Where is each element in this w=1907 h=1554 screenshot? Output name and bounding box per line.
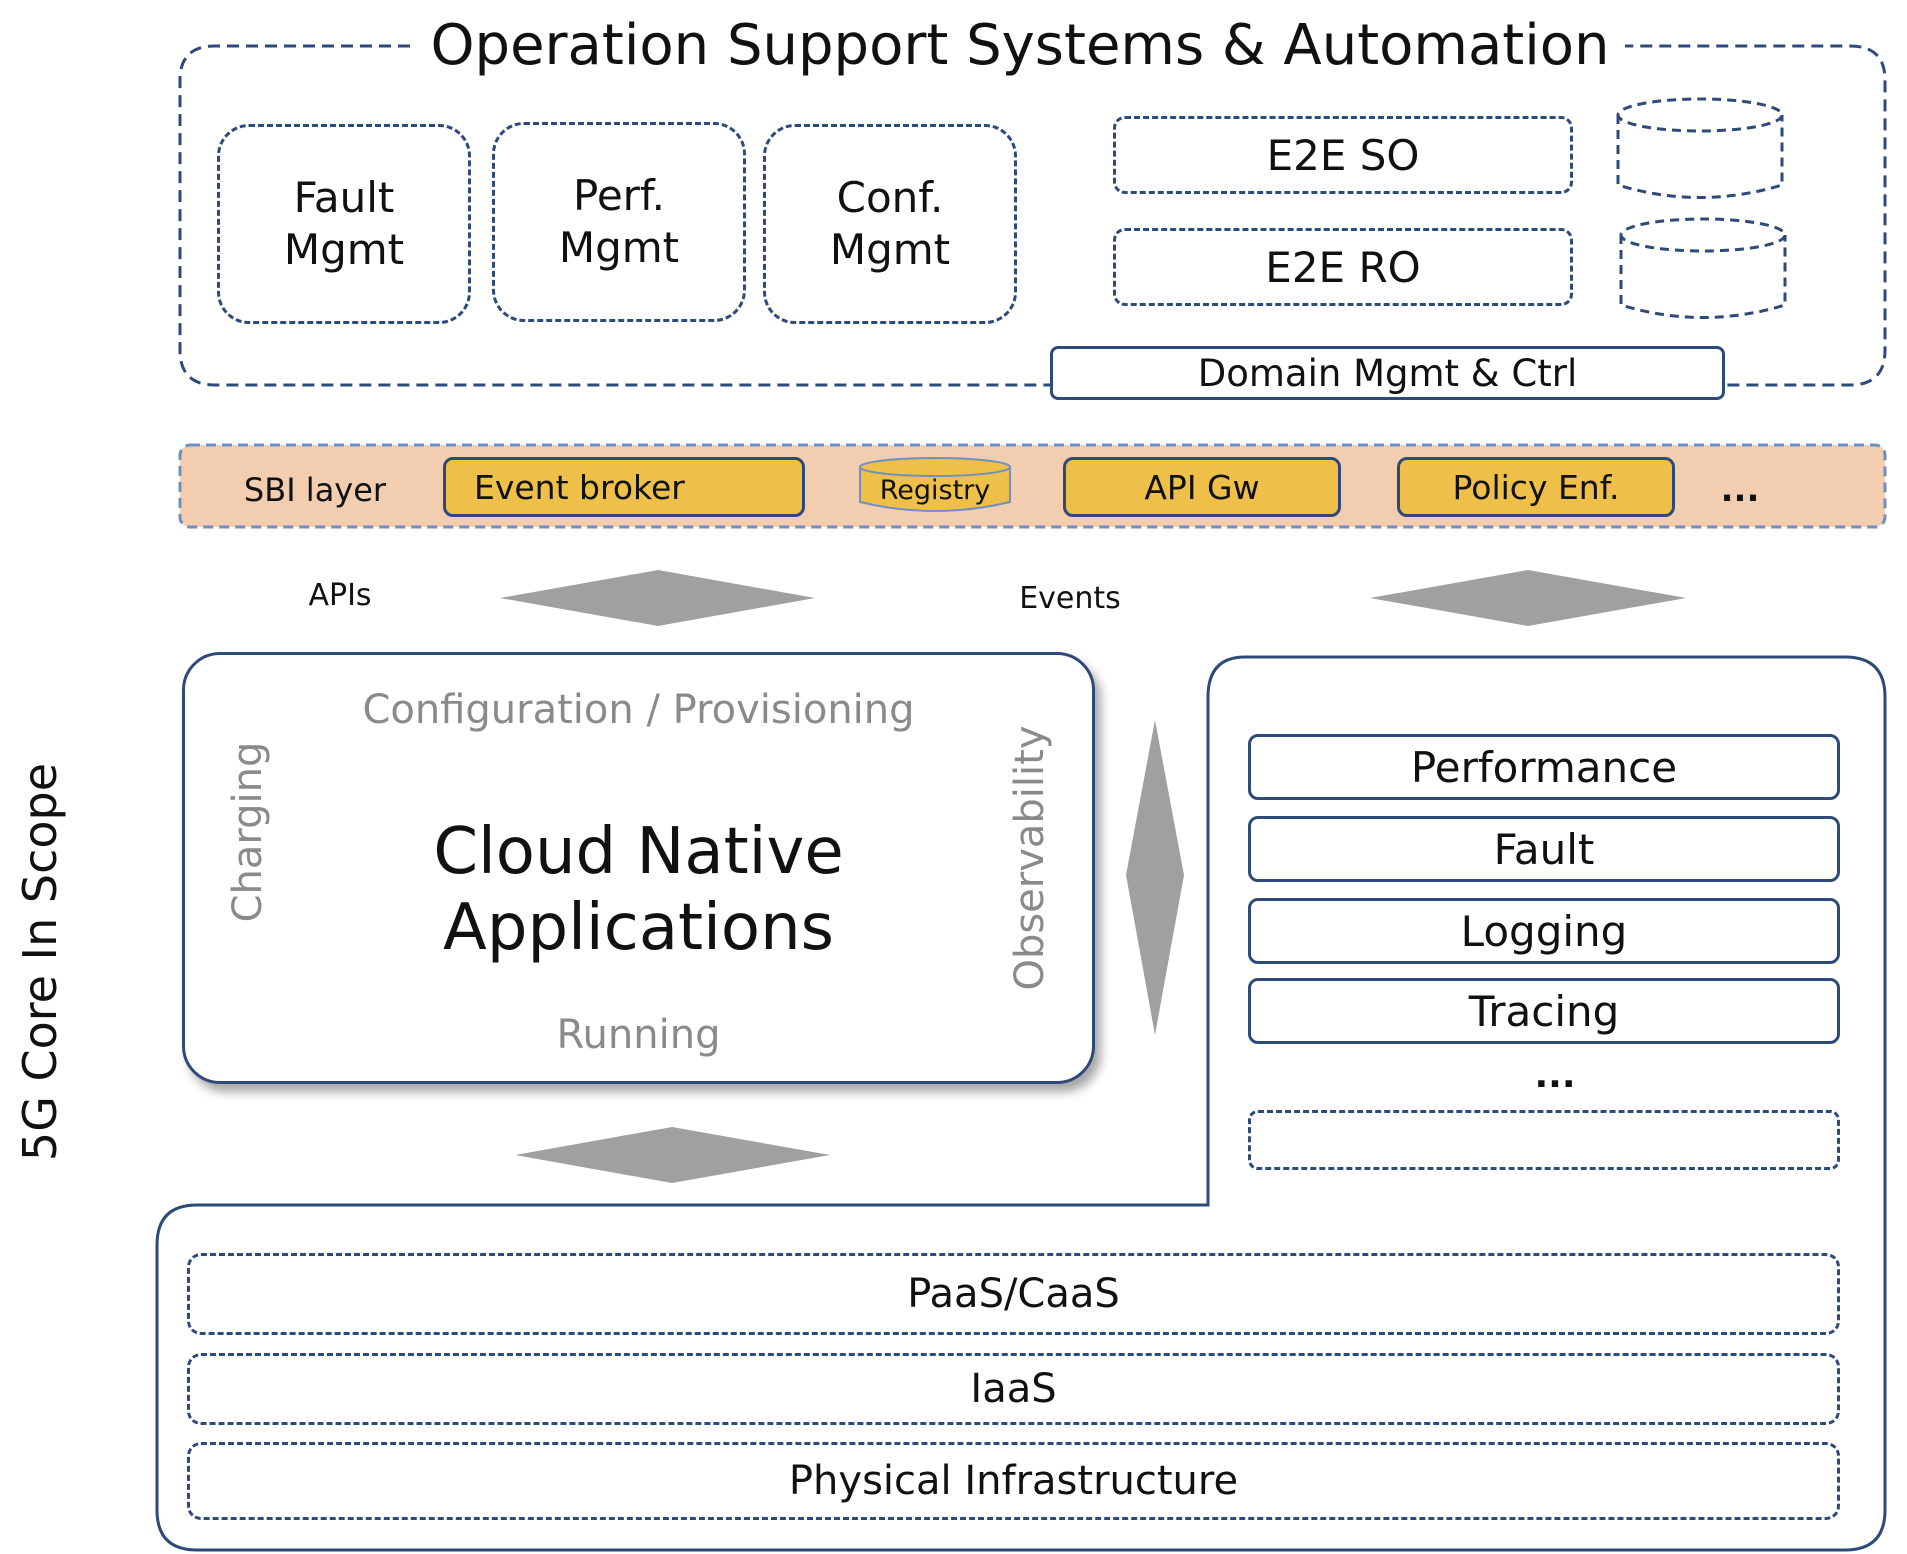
- conf-mgmt-line1: Conf.: [836, 173, 944, 222]
- apis-label: APIs: [308, 577, 372, 613]
- side-scope-label: 5G Core In Scope: [13, 762, 67, 1162]
- obs-item-logging: Logging: [1248, 898, 1840, 964]
- fault-mgmt-line2: Mgmt: [283, 225, 405, 274]
- e2e-so-box: E2E SO: [1113, 116, 1573, 194]
- sbi-layer-label: SBI layer: [243, 471, 387, 509]
- policy-enf-box: Policy Enf.: [1397, 457, 1675, 517]
- conf-mgmt-box: Conf. Mgmt: [763, 124, 1017, 324]
- fault-mgmt-box: Fault Mgmt: [217, 124, 471, 324]
- double-arrow-vertical-icon: [1126, 720, 1184, 1035]
- cna-bottom-label: Running: [556, 1012, 721, 1058]
- database-icon: [1616, 97, 1784, 199]
- double-arrow-icon: [515, 1127, 830, 1183]
- obs-more: ...: [1534, 1054, 1576, 1096]
- cna-title: Cloud Native Applications: [185, 810, 1092, 970]
- cna-right-label: Observability: [1007, 725, 1053, 991]
- e2e-ro-box: E2E RO: [1113, 228, 1573, 306]
- cna-title-line1: Cloud Native: [433, 815, 844, 889]
- cloud-native-apps-box: Configuration / Provisioning Cloud Nativ…: [182, 652, 1095, 1084]
- api-gw-box: API Gw: [1063, 457, 1341, 517]
- fault-mgmt-line1: Fault: [293, 173, 395, 222]
- conf-mgmt-line2: Mgmt: [829, 225, 951, 274]
- cna-left-label: Charging: [225, 741, 271, 923]
- perf-mgmt-line1: Perf.: [572, 171, 666, 220]
- oss-container: [178, 44, 1887, 387]
- registry-cylinder: [859, 457, 1011, 512]
- cna-top-label: Configuration / Provisioning: [362, 687, 915, 733]
- domain-mgmt-box: Domain Mgmt & Ctrl: [1050, 346, 1725, 400]
- obs-item-performance: Performance: [1248, 734, 1840, 800]
- double-arrow-icon: [1370, 570, 1686, 626]
- obs-item-tracing: Tracing: [1248, 978, 1840, 1044]
- iaas-layer: IaaS: [187, 1353, 1840, 1425]
- perf-mgmt-line2: Mgmt: [558, 223, 680, 272]
- obs-item-fault: Fault: [1248, 816, 1840, 882]
- perf-mgmt-box: Perf. Mgmt: [492, 122, 746, 322]
- physical-infra-layer: Physical Infrastructure: [187, 1442, 1840, 1520]
- cna-title-line2: Applications: [443, 891, 834, 965]
- infra-container: [155, 655, 1887, 1552]
- obs-placeholder-box: [1248, 1110, 1840, 1170]
- events-label: Events: [1019, 580, 1121, 616]
- paas-caas-layer: PaaS/CaaS: [187, 1253, 1840, 1335]
- event-broker-box: Event broker: [443, 457, 805, 517]
- registry-label: Registry: [879, 474, 991, 506]
- database-icon: [1619, 217, 1787, 319]
- double-arrow-icon: [500, 570, 815, 626]
- event-broker-label: Event broker: [474, 468, 685, 507]
- oss-title: Operation Support Systems & Automation: [420, 5, 1620, 85]
- sbi-more: ...: [1720, 470, 1760, 510]
